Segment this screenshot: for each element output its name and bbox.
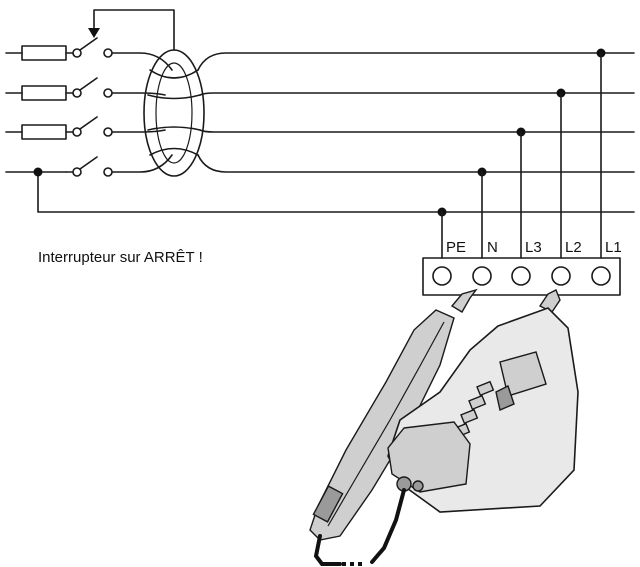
- input-stubs: [5, 52, 67, 173]
- bus-lines: [37, 52, 635, 213]
- fuse-l1: [21, 45, 67, 61]
- rcd-toroid: [143, 49, 205, 177]
- terminal-label-l3: L3: [525, 239, 542, 256]
- switch-n: [65, 156, 113, 177]
- terminal-label-l2: L2: [565, 239, 582, 256]
- fuse-l3: [21, 124, 67, 140]
- terminal-l2: [551, 266, 571, 286]
- rcd-input-wires: [111, 52, 173, 173]
- terminal-pe: [432, 266, 452, 286]
- switch-l1: [65, 37, 113, 58]
- switch-l2: [65, 77, 113, 98]
- probe-tips: [450, 288, 561, 313]
- tester-display: [499, 351, 547, 397]
- drop-wires: [441, 52, 602, 259]
- voltage-tester: [309, 307, 579, 541]
- terminal-label-n: N: [487, 239, 498, 256]
- test-lead-cable: [313, 488, 406, 566]
- terminal-block: [422, 257, 621, 296]
- terminal-l3: [511, 266, 531, 286]
- tester-connector-housing: [387, 421, 471, 493]
- trip-arrow: [88, 9, 175, 51]
- arrow-head-icon: [88, 28, 100, 38]
- terminal-label-pe: PE: [446, 239, 466, 256]
- terminal-n: [472, 266, 492, 286]
- terminal-labels: PE N L3 L2 L1: [446, 239, 622, 256]
- switch-l3: [65, 116, 113, 137]
- terminal-l1: [591, 266, 611, 286]
- terminal-label-l1: L1: [605, 239, 622, 256]
- warning-text: Interrupteur sur ARRÊT !: [38, 249, 203, 266]
- fuse-l2: [21, 85, 67, 101]
